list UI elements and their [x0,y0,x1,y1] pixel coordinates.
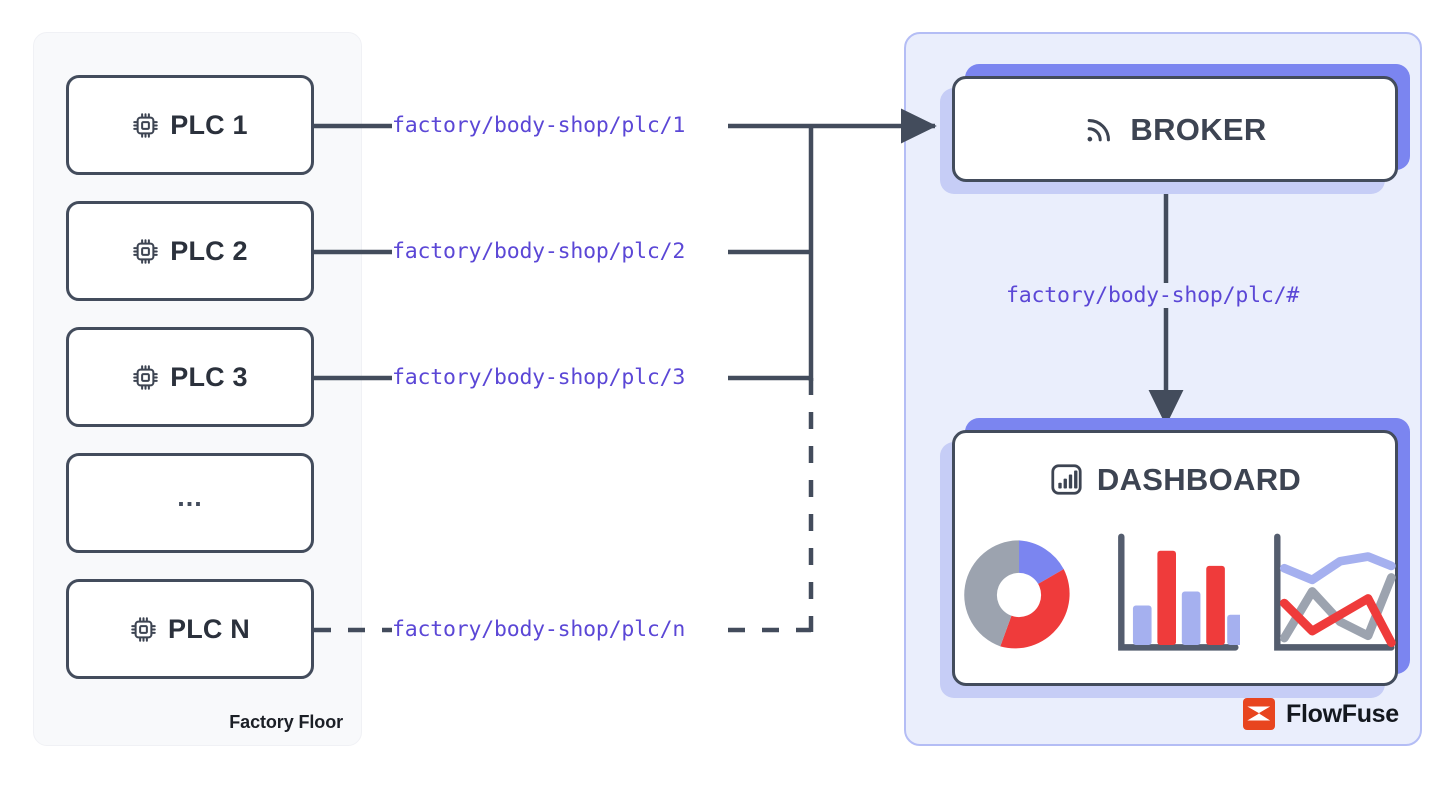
topic-label-plc2: factory/body-shop/plc/2 [392,239,686,264]
topic-label-plc1: factory/body-shop/plc/1 [392,113,686,138]
cpu-icon [133,238,158,264]
cpu-icon [131,616,156,642]
bar-5 [1227,614,1240,646]
line-chart-axes [1274,533,1395,651]
bar-chart [1118,533,1240,651]
plc-card-n[interactable]: PLC N [66,579,314,679]
line-chart [1274,533,1396,651]
bar-2 [1157,550,1176,646]
topic-label-plc3: factory/body-shop/plc/3 [392,365,686,390]
plc-card-ellipsis: ... [66,453,314,553]
plc-card-label: PLC 2 [170,235,248,266]
plc-card-2[interactable]: PLC 2 [66,201,314,301]
flowfuse-logo-icon [1243,698,1275,730]
line-series-lavender [1279,552,1396,585]
plc-card-label: PLC 3 [170,361,248,392]
flowfuse-brand: FlowFuse [1243,698,1399,730]
donut-chart [964,540,1070,649]
donut-slice-gray [964,540,1019,647]
bar-4 [1206,565,1225,646]
dashboard-card[interactable]: DASHBOARD [940,418,1410,698]
dashboard-label: DASHBOARD [1096,462,1302,497]
factory-floor-caption: Factory Floor [229,712,343,732]
cpu-icon [133,112,158,138]
broker-card-surface [952,76,1398,182]
broadcast-icon [1087,118,1111,141]
plc-card-3[interactable]: PLC 3 [66,327,314,427]
bar-1 [1132,605,1152,646]
cpu-icon [133,364,158,390]
broker-card[interactable]: BROKER [940,64,1410,194]
bar-chart-icon [1051,464,1082,495]
topic-label-plcn: factory/body-shop/plc/n [392,617,686,642]
bar-chart-axes [1118,533,1239,651]
broker-label: BROKER [1130,111,1267,147]
plc-card-label: PLC 1 [170,109,248,140]
line-series-red [1279,594,1396,648]
plc-card-1[interactable]: PLC 1 [66,75,314,175]
bar-3 [1181,591,1201,646]
plc-card-label: PLC N [168,613,250,644]
donut-hole [996,572,1042,618]
factory-floor-panel: PLC 1 PLC 2 PLC 3 ... [33,32,362,746]
topic-label-wildcard: factory/body-shop/plc/# [1003,283,1303,308]
flowfuse-brand-name: FlowFuse [1286,699,1399,728]
ellipsis-label: ... [177,481,203,512]
